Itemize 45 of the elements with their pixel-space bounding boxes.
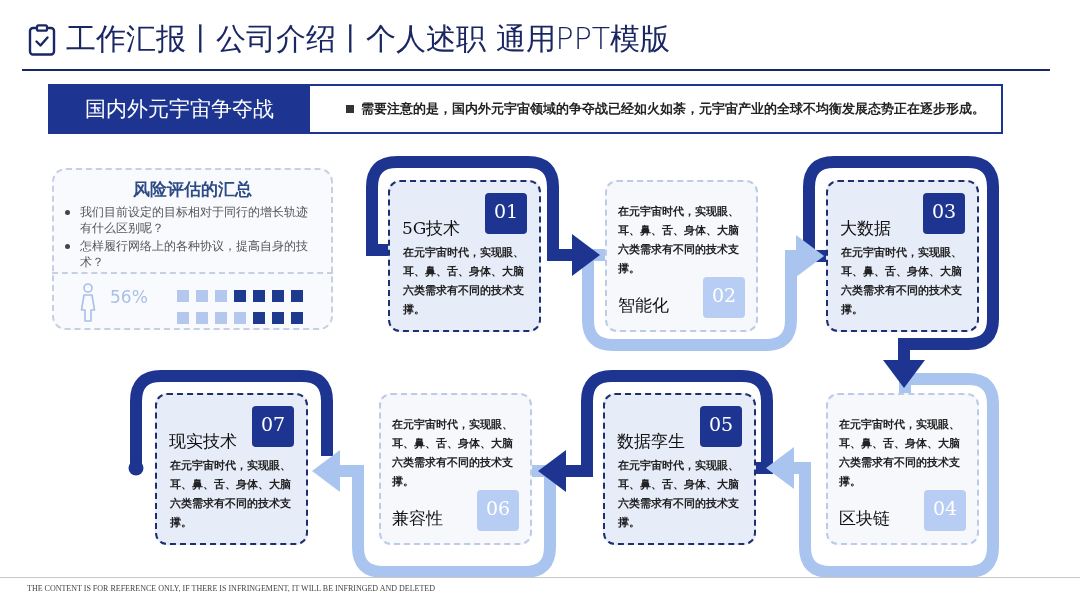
number-tile: 02 xyxy=(703,277,745,318)
number-tile: 07 xyxy=(252,406,294,447)
banner-tab xyxy=(48,84,310,134)
step-title: 5G技术 xyxy=(402,217,461,239)
step-title: 数据孪生 xyxy=(617,430,685,452)
footer-disclaimer: THE CONTENT IS FOR REFERENCE ONLY, IF THERE IS INFRINGEMENT, IT WILL BE INFRINGED AND DELETED xyxy=(27,584,435,594)
step-card xyxy=(826,180,979,332)
number-tile: 05 xyxy=(700,406,742,447)
flow-arrow xyxy=(366,156,600,276)
note-text: 需要注意的是，国内外元宇宙领域的争夺战已经如火如荼，元宇宙产业的全球不均衡发展态势正在逐步形成。 xyxy=(361,100,985,118)
step-card xyxy=(603,393,756,545)
step-title: 现实技术 xyxy=(169,430,237,452)
percentage-value: 56% xyxy=(110,286,148,308)
step-description: 在元宇宙时代，实现眼、耳、鼻、舌、身体、大脑六类需求有不同的技术支撑。 xyxy=(403,245,525,318)
step-title: 大数据 xyxy=(840,217,891,239)
flow-arrow xyxy=(312,450,556,578)
question-text: 我们目前设定的目标相对于同行的增长轨迹有什么区别呢？ xyxy=(80,204,309,236)
step-title: 区块链 xyxy=(839,507,890,529)
step-description: 在元宇宙时代，实现眼、耳、鼻、舌、身体、大脑六类需求有不同的技术支撑。 xyxy=(839,417,961,490)
step-card xyxy=(379,393,532,545)
step-description: 在元宇宙时代，实现眼、耳、鼻、舌、身体、大脑六类需求有不同的技术支撑。 xyxy=(392,417,514,490)
flow-arrow xyxy=(582,235,824,351)
flow-arrow xyxy=(766,373,999,578)
step-card xyxy=(155,393,308,545)
step-title: 智能化 xyxy=(618,294,669,316)
step-description: 在元宇宙时代，实现眼、耳、鼻、舌、身体、大脑六类需求有不同的技术支撑。 xyxy=(618,458,740,531)
step-card xyxy=(826,393,979,545)
step-card xyxy=(605,180,758,332)
step-title: 兼容性 xyxy=(392,507,443,529)
panel-heading: 风险评估的汇总 xyxy=(132,178,253,200)
number-tile: 04 xyxy=(924,490,966,531)
number-tile: 03 xyxy=(923,193,965,234)
step-description: 在元宇宙时代，实现眼、耳、鼻、舌、身体、大脑六类需求有不同的技术支撑。 xyxy=(618,204,740,277)
step-description: 在元宇宙时代，实现眼、耳、鼻、舌、身体、大脑六类需求有不同的技术支撑。 xyxy=(841,245,963,318)
number-tile: 01 xyxy=(485,193,527,234)
note-box xyxy=(310,84,1003,134)
flow-arrow xyxy=(538,370,773,492)
summary-panel xyxy=(52,168,333,330)
question-text: 怎样履行网络上的各种协议，提高自身的技术？ xyxy=(80,238,309,270)
page-title: 工作汇报丨公司介绍丨个人述职 通用PPT模版 xyxy=(66,20,671,58)
banner-title: 国内外元宇宙争夺战 xyxy=(83,96,275,123)
step-card xyxy=(388,180,541,332)
flow-arrow xyxy=(803,156,999,388)
number-tile: 06 xyxy=(477,490,519,531)
step-description: 在元宇宙时代，实现眼、耳、鼻、舌、身体、大脑六类需求有不同的技术支撑。 xyxy=(170,458,292,531)
